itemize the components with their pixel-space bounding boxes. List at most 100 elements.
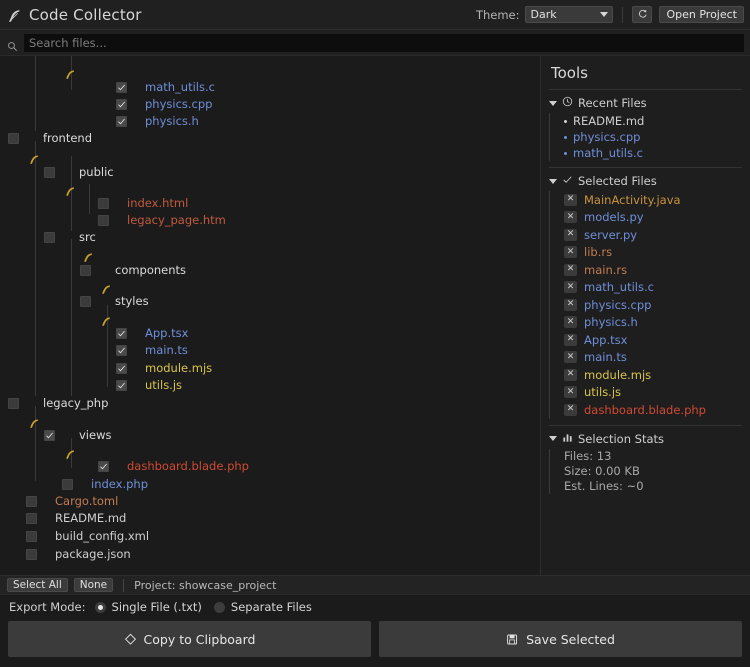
- clipboard-icon: [124, 633, 137, 646]
- tree-row-checkbox[interactable]: [26, 513, 37, 524]
- close-icon[interactable]: ✕: [564, 368, 577, 381]
- close-icon[interactable]: ✕: [564, 316, 577, 329]
- search-input[interactable]: [24, 33, 744, 52]
- recent-files-section-header[interactable]: Recent Files: [541, 95, 750, 113]
- selected-file-item[interactable]: ✕ physics.cpp: [564, 296, 750, 314]
- close-icon[interactable]: ✕: [564, 403, 577, 416]
- refresh-button[interactable]: [632, 6, 653, 23]
- tree-row-checkbox[interactable]: [116, 380, 127, 391]
- recent-file-label: README.md: [573, 114, 645, 128]
- selected-files-section-header[interactable]: Selected Files: [541, 173, 750, 191]
- tree-file-row[interactable]: index.php: [62, 476, 148, 493]
- open-project-button[interactable]: Open Project: [659, 6, 744, 23]
- selected-file-item[interactable]: ✕main.ts: [564, 349, 750, 367]
- tree-file-row[interactable]: README.md: [26, 510, 126, 527]
- tree-folder-row[interactable]: components: [80, 262, 186, 279]
- clock-icon: [562, 96, 573, 110]
- recent-file-item[interactable]: math_utils.c: [564, 145, 750, 161]
- recent-file-item[interactable]: README.md: [564, 113, 750, 129]
- selected-file-item[interactable]: ✕math_utils.c: [564, 279, 750, 297]
- tree-row-checkbox[interactable]: [116, 328, 127, 339]
- tree-row-checkbox[interactable]: [26, 496, 37, 507]
- tree-file-row[interactable]: index.html: [98, 195, 188, 212]
- radio-icon[interactable]: [94, 601, 106, 613]
- tree-row-checkbox[interactable]: [116, 345, 127, 356]
- select-all-button[interactable]: Select All: [7, 578, 68, 592]
- tree-row-checkbox[interactable]: [26, 531, 37, 542]
- selected-file-item[interactable]: ✕dashboard.blade.php: [564, 401, 750, 419]
- tree-file-row[interactable]: main.ts: [116, 342, 188, 359]
- tree-row-checkbox[interactable]: [44, 430, 55, 441]
- tree-folder-row[interactable]: styles: [80, 293, 149, 310]
- radio-icon[interactable]: [213, 601, 225, 613]
- close-icon[interactable]: ✕: [564, 281, 577, 294]
- tree-file-row[interactable]: App.tsx: [116, 325, 188, 342]
- tree-row-checkbox[interactable]: [8, 133, 19, 144]
- save-selected-button[interactable]: Save Selected: [379, 621, 742, 657]
- export-mode-option[interactable]: Separate Files: [213, 600, 312, 614]
- tree-file-row[interactable]: legacy_page.htm: [98, 212, 226, 229]
- selected-file-item[interactable]: ✕server.py: [564, 226, 750, 244]
- tree-row-label: main.ts: [145, 343, 188, 357]
- recent-file-item[interactable]: physics.cpp: [564, 129, 750, 145]
- tree-row-checkbox[interactable]: [98, 215, 109, 226]
- close-icon[interactable]: ✕: [564, 193, 577, 206]
- selected-file-item[interactable]: ✕lib.rs: [564, 244, 750, 262]
- tree-folder-row[interactable]: legacy_php: [8, 395, 108, 412]
- tree-file-row[interactable]: module.mjs: [116, 360, 212, 377]
- selected-file-item[interactable]: ✕MainActivity.java: [564, 191, 750, 209]
- tree-file-row[interactable]: Cargo.toml: [26, 493, 118, 510]
- selected-file-label: physics.cpp: [584, 297, 652, 312]
- tree-row-checkbox[interactable]: [44, 167, 55, 178]
- close-icon[interactable]: ✕: [564, 386, 577, 399]
- theme-select[interactable]: Dark: [525, 6, 614, 23]
- close-icon[interactable]: ✕: [564, 333, 577, 346]
- selected-file-item[interactable]: ✕utils.js: [564, 384, 750, 402]
- tree-row-label: module.mjs: [145, 361, 213, 375]
- tree-file-row[interactable]: math_utils.c: [116, 79, 215, 96]
- selected-file-label: main.rs: [584, 262, 628, 277]
- close-icon[interactable]: ✕: [564, 211, 577, 224]
- tree-folder-row[interactable]: public: [44, 164, 114, 181]
- tree-row-checkbox[interactable]: [98, 198, 109, 209]
- tree-row-checkbox[interactable]: [8, 398, 19, 409]
- select-none-button[interactable]: None: [73, 578, 114, 592]
- tree-file-row[interactable]: utils.js: [116, 377, 182, 394]
- selected-file-item[interactable]: ✕ module.mjs: [564, 366, 750, 384]
- selected-file-item[interactable]: ✕ main.rs: [564, 261, 750, 279]
- theme-select-value: Dark: [530, 8, 557, 21]
- selected-file-item[interactable]: ✕models.py: [564, 209, 750, 227]
- tree-folder-row[interactable]: views: [44, 427, 111, 444]
- tree-row-checkbox[interactable]: [26, 549, 37, 560]
- tree-row-checkbox[interactable]: [116, 82, 127, 93]
- tree-row-checkbox[interactable]: [116, 116, 127, 127]
- selected-file-label: module.mjs: [584, 367, 652, 382]
- copy-to-clipboard-button[interactable]: Copy to Clipboard: [8, 621, 371, 657]
- tree-guide-line: [89, 184, 90, 214]
- close-icon[interactable]: ✕: [564, 246, 577, 259]
- recent-file-label: math_utils.c: [573, 146, 643, 160]
- tree-row-checkbox[interactable]: [98, 461, 109, 472]
- close-icon[interactable]: ✕: [564, 263, 577, 276]
- tree-file-row[interactable]: package.json: [26, 546, 131, 563]
- close-icon[interactable]: ✕: [564, 351, 577, 364]
- selected-file-item[interactable]: ✕physics.h: [564, 314, 750, 332]
- tree-file-row[interactable]: build_config.xml: [26, 528, 149, 545]
- tree-folder-row[interactable]: frontend: [8, 130, 92, 147]
- tree-row-checkbox[interactable]: [80, 265, 91, 276]
- tree-folder-row[interactable]: src: [44, 229, 96, 246]
- selected-file-item[interactable]: ✕App.tsx: [564, 331, 750, 349]
- tree-file-row[interactable]: dashboard.blade.php: [98, 458, 249, 475]
- tree-file-row[interactable]: physics.cpp: [116, 96, 212, 113]
- tree-row-checkbox[interactable]: [44, 232, 55, 243]
- tree-row-checkbox[interactable]: [62, 479, 73, 490]
- tree-file-row[interactable]: physics.h: [116, 113, 199, 130]
- selection-stats-section-header[interactable]: Selection Stats: [541, 431, 750, 449]
- export-mode-option[interactable]: Single File (.txt): [94, 600, 202, 614]
- tree-row-checkbox[interactable]: [116, 363, 127, 374]
- close-icon[interactable]: ✕: [564, 228, 577, 241]
- tree-row-checkbox[interactable]: [116, 99, 127, 110]
- close-icon[interactable]: ✕: [564, 298, 577, 311]
- tree-row-checkbox[interactable]: [80, 296, 91, 307]
